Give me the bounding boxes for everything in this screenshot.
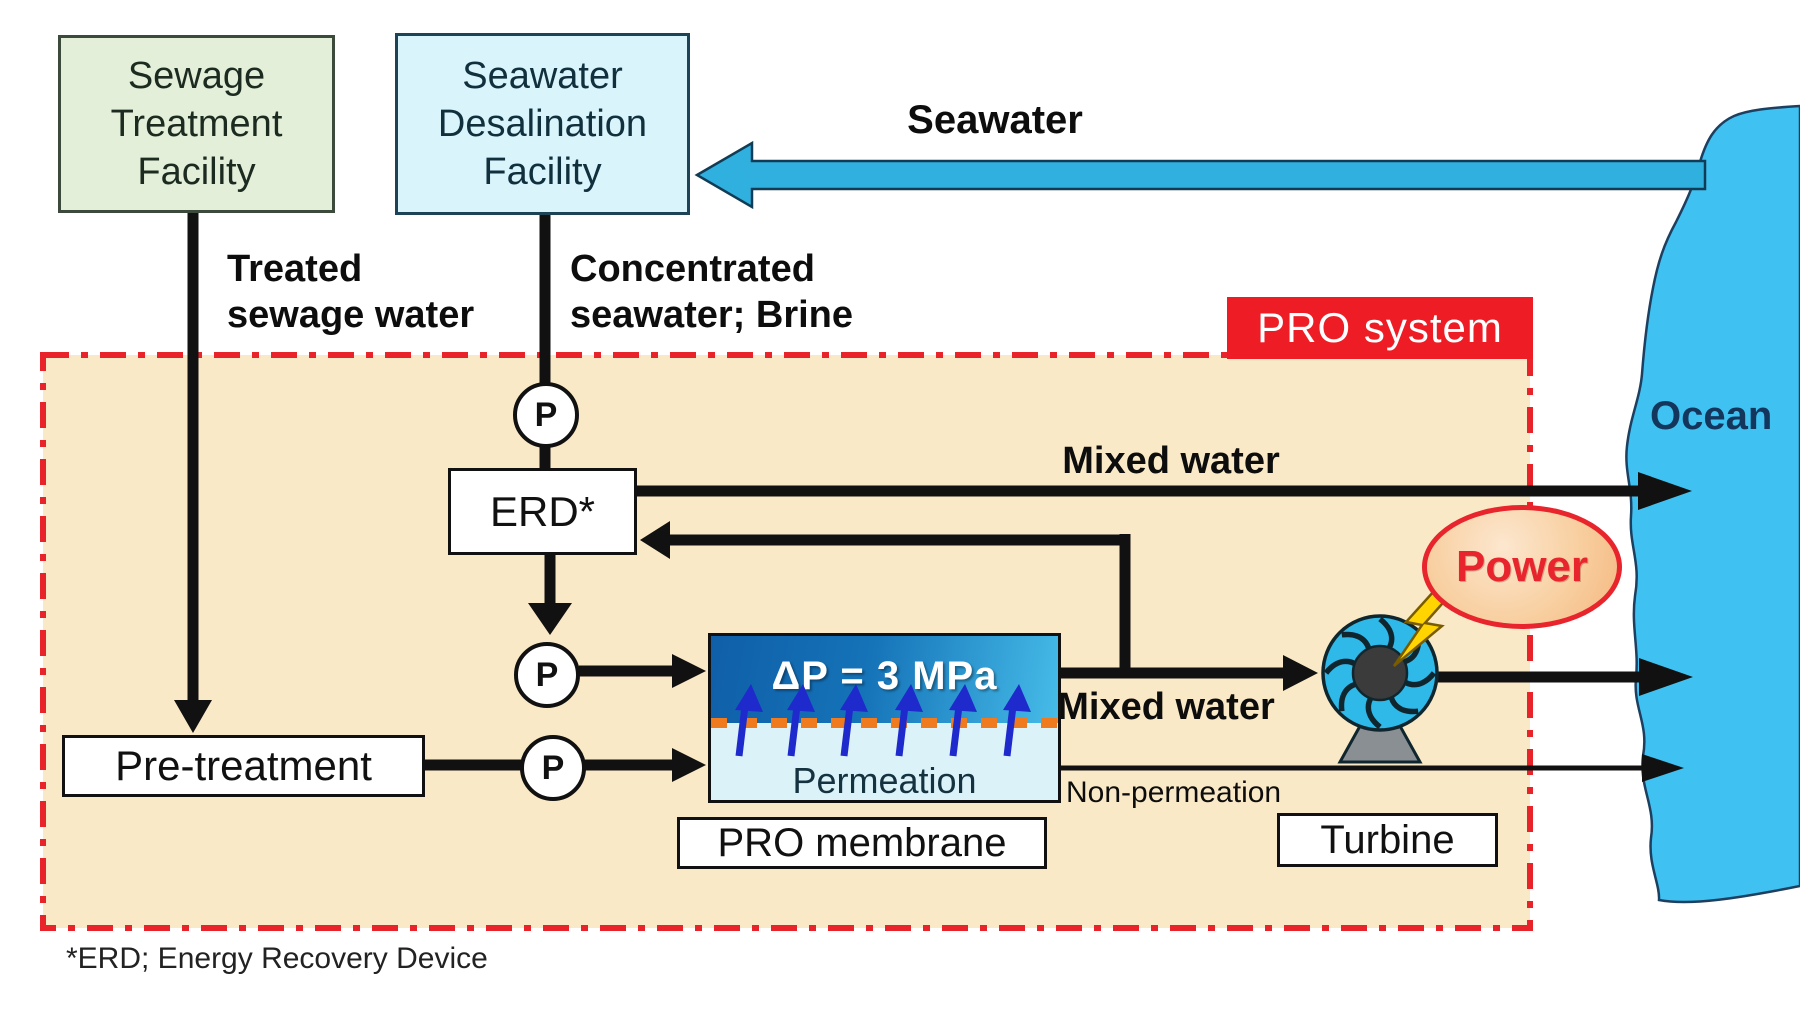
non-permeation-label: Non-permeation <box>1066 776 1282 809</box>
pump-pretreatment-label: P <box>541 748 565 787</box>
desalination-facility-line2: Desalination <box>437 103 648 145</box>
seawater-arrow <box>694 140 1707 210</box>
membrane-dashed-layer <box>711 718 1058 728</box>
erd-box: ERD* <box>448 468 637 555</box>
pump-brine-label: P <box>534 395 558 434</box>
return-arrowhead <box>640 521 670 559</box>
pretreatment-label: Pre-treatment <box>115 742 372 789</box>
membrane-feed-side: Permeation <box>711 733 1058 806</box>
desalination-facility-line3: Facility <box>483 151 602 193</box>
turbine-label-box: Turbine <box>1277 813 1498 867</box>
pump-draw-feed: P <box>514 642 580 708</box>
brine-label: Concentrated seawater; Brine <box>570 248 854 336</box>
arrowheads <box>174 472 1693 782</box>
erd-down-arrowhead <box>528 603 572 635</box>
ocean-label: Ocean <box>1650 394 1773 438</box>
pro-system-dashed-border <box>40 352 1533 931</box>
sewage-facility-line1: Sewage <box>127 55 266 97</box>
pump-pretreatment: P <box>520 735 586 801</box>
treated-sewage-arrowhead <box>174 700 212 733</box>
desalination-facility-line1: Seawater <box>462 55 623 97</box>
turbine-label: Turbine <box>1320 817 1455 862</box>
osmosis-arrows-icon <box>735 684 1031 757</box>
pro-membrane-label-box: PRO membrane <box>677 817 1047 869</box>
pretreatment-box: Pre-treatment <box>62 735 425 797</box>
erd-footnote: *ERD; Energy Recovery Device <box>66 942 488 975</box>
sewage-facility-line2: Treatment <box>110 103 283 145</box>
permeation-label: Permeation <box>792 760 977 801</box>
mixed-water-top-label: Mixed water <box>1062 440 1280 482</box>
pro-system-tag-label: PRO system <box>1257 304 1503 351</box>
seawater-desalination-facility-box: Seawater Desalination Facility <box>395 33 690 215</box>
pro-system-tag: PRO system <box>1227 297 1533 359</box>
pump2-arrowhead <box>672 654 706 688</box>
pro-membrane-module: ΔP = 3 MPa Permeation <box>708 633 1061 803</box>
non-permeation-arrowhead <box>1642 754 1684 782</box>
sewage-facility-line3: Facility <box>137 151 256 193</box>
mixed-water-arrowhead <box>1638 472 1692 510</box>
flow-lines <box>187 213 1644 771</box>
membrane-draw-side: ΔP = 3 MPa <box>711 636 1058 723</box>
erd-label: ERD* <box>489 487 596 535</box>
pump3-arrowhead <box>672 748 706 782</box>
pump-draw-feed-label: P <box>535 655 559 694</box>
delta-p-label: ΔP = 3 MPa <box>771 654 998 698</box>
sewage-treatment-facility-box: Sewage Treatment Facility <box>58 35 335 213</box>
treated-sewage-label: Treated sewage water <box>227 248 475 336</box>
power-bubble: Power <box>1422 505 1622 629</box>
mixed-water-mid-label: Mixed water <box>1057 686 1275 728</box>
turbine-inlet-arrowhead <box>1283 655 1318 691</box>
power-label: Power <box>1455 542 1589 591</box>
turbine-outlet-arrowhead <box>1639 658 1693 696</box>
seawater-flow-label: Seawater <box>907 98 1083 142</box>
pump-brine: P <box>513 382 579 448</box>
pro-membrane-label: PRO membrane <box>717 820 1007 865</box>
